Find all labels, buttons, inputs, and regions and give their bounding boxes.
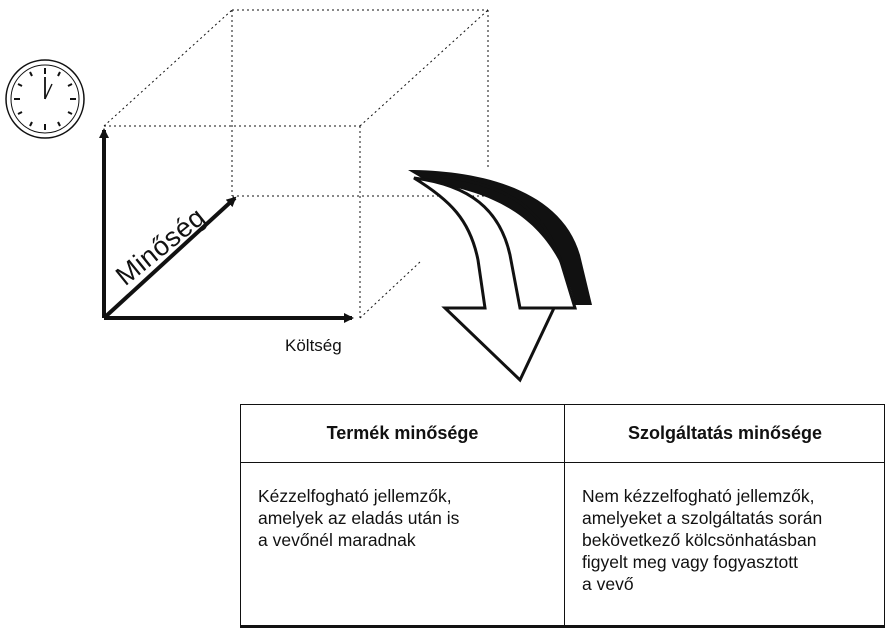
service-quality-column: Szolgáltatás minősége Nem kézzelfogható … bbox=[565, 405, 885, 625]
description-line: a vevőnél maradnak bbox=[258, 530, 416, 550]
product-quality-description: Kézzelfogható jellemzők, amelyek az elad… bbox=[258, 485, 556, 551]
product-quality-column: Termék minősége Kézzelfogható jellemzők,… bbox=[241, 405, 565, 625]
product-quality-header: Termék minősége bbox=[241, 405, 564, 463]
description-line: a vevő bbox=[582, 574, 634, 594]
description-line: Nem kézzelfogható jellemzők, bbox=[582, 486, 815, 506]
quality-comparison-table: Termék minősége Kézzelfogható jellemzők,… bbox=[240, 404, 885, 628]
description-line: bekövetkező kölcsönhatásban bbox=[582, 530, 817, 550]
clock-icon bbox=[5, 59, 85, 139]
service-quality-header: Szolgáltatás minősége bbox=[565, 405, 885, 463]
description-line: amelyeket a szolgáltatás során bbox=[582, 508, 823, 528]
diagonal-axis-arrow bbox=[102, 196, 237, 320]
service-quality-description: Nem kézzelfogható jellemzők, amelyeket a… bbox=[582, 485, 877, 595]
curved-down-arrow-icon bbox=[408, 170, 592, 383]
cube-wireframe bbox=[103, 9, 489, 319]
cost-axis-label: Költség bbox=[285, 336, 342, 355]
description-line: Kézzelfogható jellemzők, bbox=[258, 486, 452, 506]
axes bbox=[99, 128, 354, 323]
description-line: amelyek az eladás után is bbox=[258, 508, 460, 528]
description-line: figyelt meg vagy fogyasztott bbox=[582, 552, 798, 572]
